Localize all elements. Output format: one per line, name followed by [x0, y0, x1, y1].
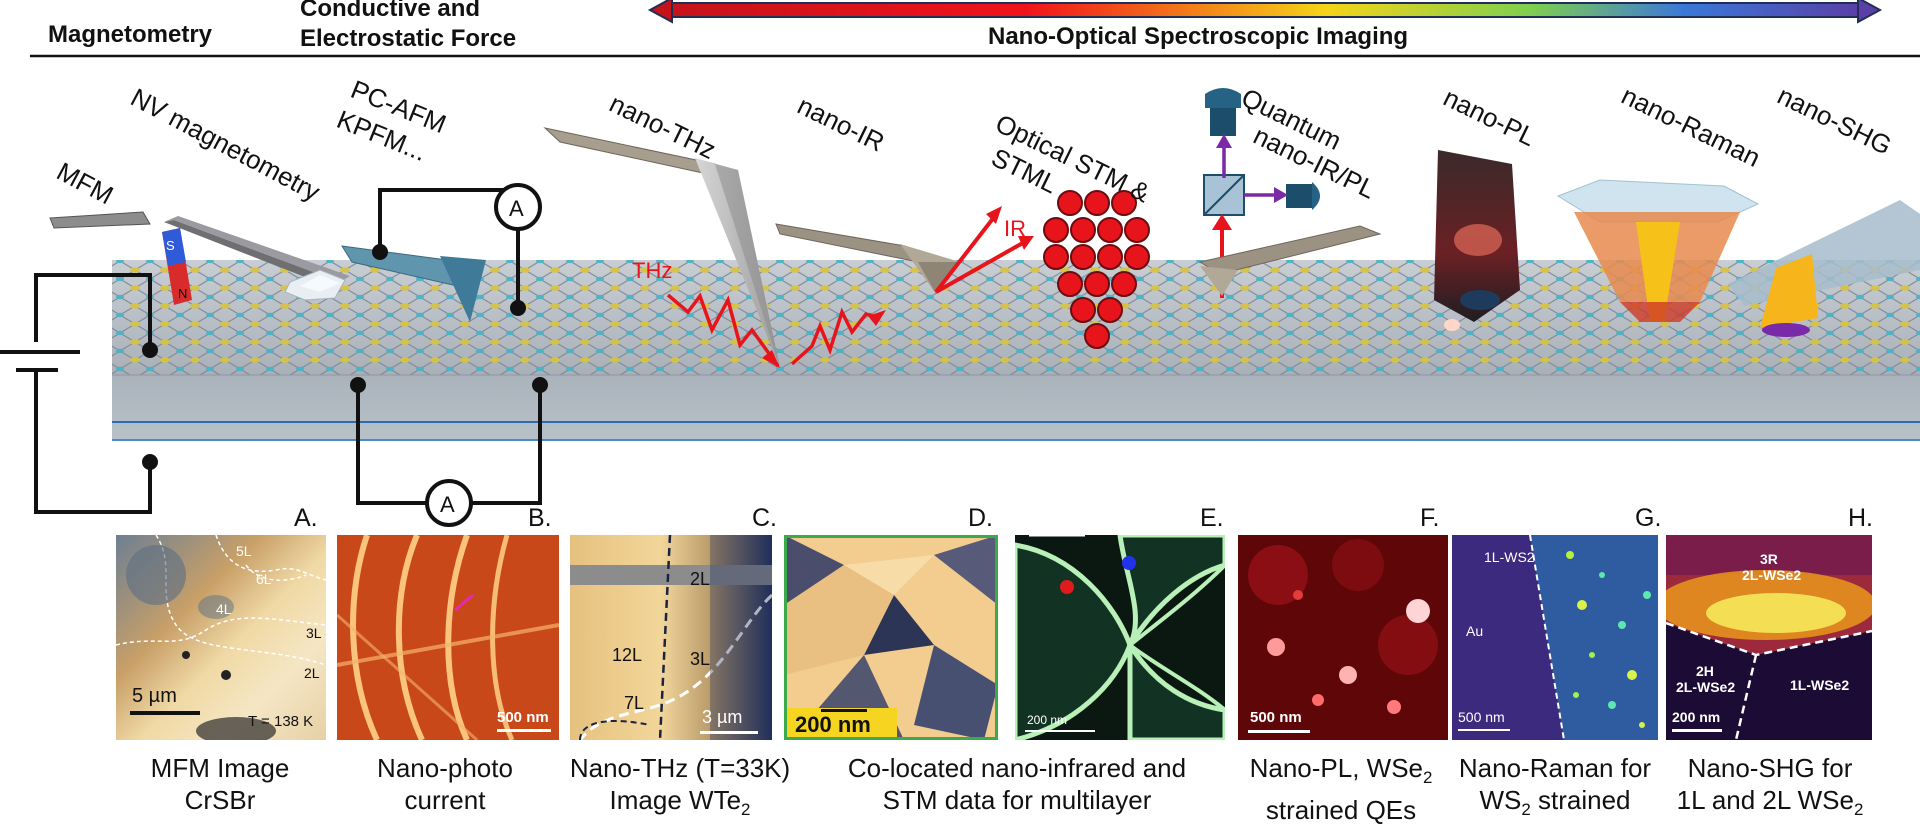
header-conductive-line2: Electrostatic Force [300, 25, 517, 52]
caption-g: Nano-Raman for WS2 strained [1458, 753, 1652, 820]
nano-pl-tip [1434, 150, 1520, 331]
panel-a-scale-label: 5 µm [132, 685, 177, 707]
stm-tip-atoms [1043, 190, 1150, 349]
thz-waves [666, 292, 886, 368]
panel-letter-d: D. [968, 504, 993, 532]
label-thz: THz [632, 258, 673, 283]
panel-d-image: 200 nm [784, 535, 998, 740]
panel-c-layer-7l: 7L [624, 693, 645, 713]
panel-f-image: 500 nm [1238, 535, 1448, 740]
panel-f-scale-label: 500 nm [1250, 709, 1302, 726]
panel-h-label-2h: 2H [1696, 663, 1714, 679]
panel-letter-g: G. [1635, 504, 1662, 532]
panel-g-scale-bar [1458, 729, 1510, 731]
panel-g-label-au: Au [1466, 623, 1484, 639]
nano-shg-tip [1728, 200, 1920, 337]
panel-d-scale-box [787, 708, 897, 737]
panel-e-image: 200 nm [1015, 535, 1225, 740]
panel-h-image: 3R 2L-WSe2 2H 2L-WSe2 1L-WSe2 200 nm [1666, 535, 1872, 740]
panel-b-image: 500 nm [337, 535, 559, 740]
bottom-circuit [350, 377, 548, 527]
panel-letter-f: F. [1420, 504, 1440, 532]
panel-letter-a: A. [294, 504, 318, 532]
panel-h-label-2l-bottom: 2L-WSe2 [1676, 679, 1736, 695]
pcafm-circuit [372, 183, 542, 316]
panel-g-image: 1L-WS2 Au 500 nm [1452, 535, 1658, 740]
caption-b: Nano-photo current [377, 753, 513, 815]
caption-c: Nano-THz (T=33K) Image WTe2 [569, 753, 791, 820]
caption-h: Nano-SHG for 1L and 2L WSe2 [1676, 753, 1864, 820]
panel-letter-b: B. [528, 504, 552, 532]
panel-f-scale-bar [1248, 730, 1310, 733]
panel-g-scale-label: 500 nm [1458, 709, 1505, 725]
label-ir: IR [1004, 216, 1026, 241]
panel-a-scale-bar [130, 711, 200, 715]
mfm-tip: S N [49, 211, 192, 305]
ammeter-top-label: A [509, 196, 524, 221]
ammeter-bottom-label: A [440, 492, 455, 517]
panel-b-scale-label: 500 nm [497, 709, 549, 726]
panel-h-scale-label: 200 nm [1672, 709, 1721, 725]
panel-a-layer-3l: 3L [306, 625, 322, 641]
panel-c-layer-2l: 2L [690, 569, 711, 589]
nano-raman-tip [1556, 179, 1760, 322]
quantum-setup [1198, 88, 1382, 298]
panel-g-label-1l-ws2: 1L-WS2 [1484, 549, 1535, 565]
caption-d: Co-located nano-infrared and STM data fo… [847, 753, 1187, 815]
panel-h-label-2l-top: 2L-WSe2 [1742, 567, 1802, 583]
panel-d-scale-bar [821, 709, 867, 712]
header-conductive-line1: Conductive and [300, 0, 481, 22]
panel-c-image: 2L 12L 3L 7L 3 µm [570, 535, 772, 740]
ir-beams [934, 206, 1034, 294]
panel-h-label-3r: 3R [1760, 551, 1778, 567]
panel-h-scale-bar [1672, 729, 1722, 732]
panel-a-image: 5L 6L 4L 3L 2L 5 µm T = 138 K [116, 535, 326, 740]
panel-letter-c: C. [752, 504, 777, 532]
magnet-s: S [166, 238, 175, 253]
panel-e-scale-bar [1025, 730, 1095, 732]
panel-a-layer-5l: 5L [236, 543, 252, 559]
panel-b-scale-bar [497, 729, 551, 732]
spectrum-arrow [647, 0, 1883, 24]
header-nano-optical: Nano-Optical Spectroscopic Imaging [988, 23, 1409, 50]
caption-f: Nano-PL, WSe2 strained QEs [1249, 753, 1433, 826]
caption-a: MFM Image CrSBr [150, 753, 290, 815]
panel-c-layer-12l: 12L [612, 645, 643, 665]
panel-c-layer-3l: 3L [690, 649, 711, 669]
battery-circuit [0, 273, 158, 514]
nv-tip [164, 216, 350, 301]
nano-thz-tip [543, 127, 780, 368]
panel-a-temperature: T = 138 K [248, 713, 314, 730]
panel-e-scale-label: 200 nm [1027, 713, 1068, 727]
panel-h-label-1l: 1L-WSe2 [1790, 677, 1850, 693]
panel-a-layer-4l: 4L [216, 601, 232, 617]
magnet-n: N [178, 286, 187, 301]
panel-c-scale-bar [700, 731, 758, 734]
panel-a-layer-2l: 2L [304, 665, 320, 681]
panel-c-scale-label: 3 µm [702, 707, 743, 727]
panel-d-scale-label: 200 nm [795, 712, 871, 737]
panel-letter-h: H. [1848, 504, 1873, 532]
header-magnetometry: Magnetometry [48, 21, 213, 48]
panel-a-layer-6l: 6L [256, 571, 272, 587]
panel-letter-e: E. [1200, 504, 1224, 532]
